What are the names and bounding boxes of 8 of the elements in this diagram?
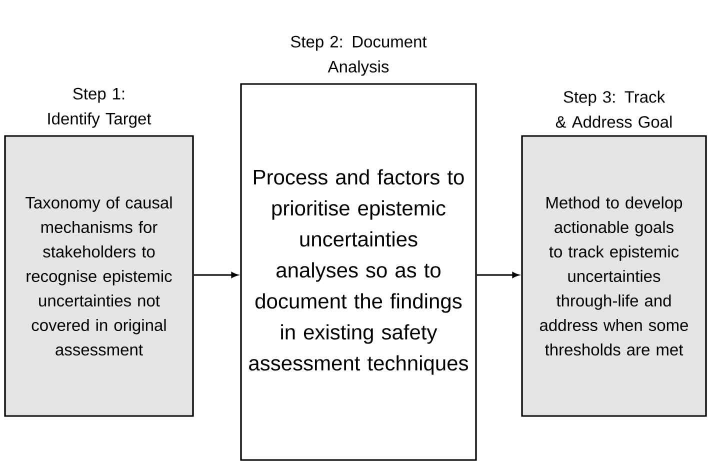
process-box: Process and factors to prioritise epistemic uncertainties analyses so as to document the findings in existing safety assessment techniques bbox=[240, 83, 477, 461]
process-box: Taxonomy of causal mechanisms for stakeholders to recognise epistemic uncertainties not covered in original assessment bbox=[4, 135, 194, 417]
step-heading: Step 3: Track & Address Goal bbox=[556, 90, 672, 128]
arrow bbox=[194, 272, 238, 278]
step-heading: Step 1: Identify Target bbox=[48, 88, 152, 128]
process-box: Method to develop actionable goals to track epistemic uncertainties through-life and address when some thresholds are met bbox=[521, 135, 707, 417]
step-heading: Step 2: Document Analysis bbox=[290, 36, 427, 76]
arrow bbox=[476, 272, 519, 278]
